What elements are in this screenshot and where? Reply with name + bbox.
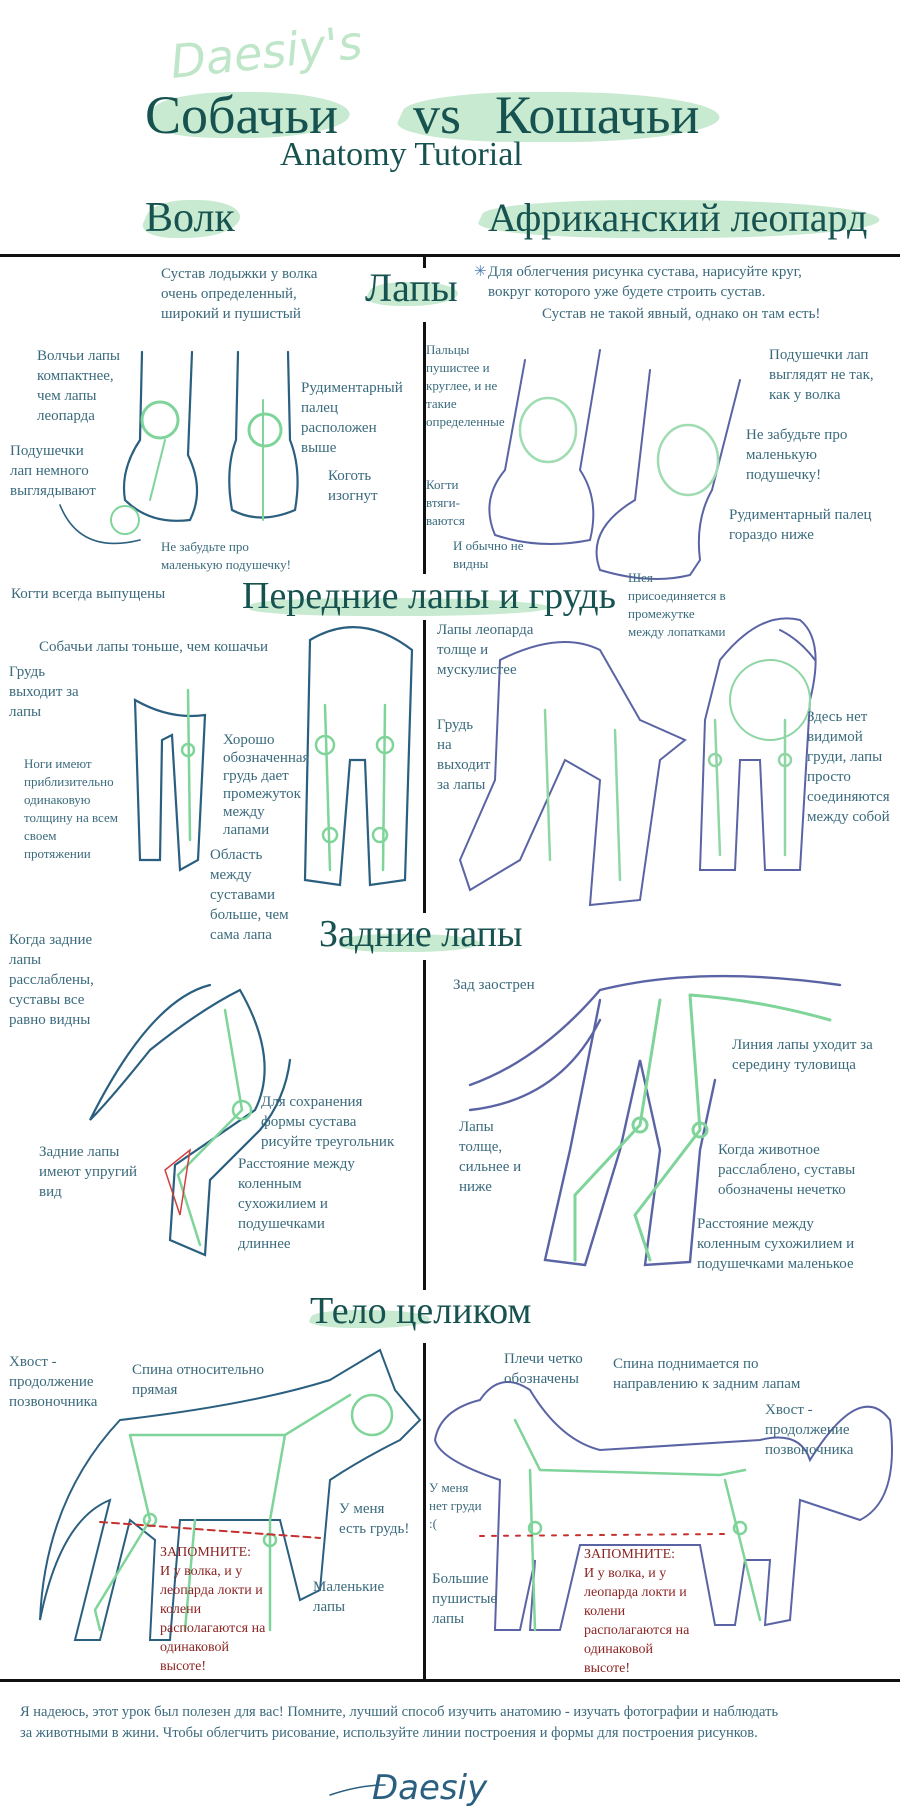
center-divider xyxy=(423,620,426,913)
label-wolf-pads: Подушечки лап немного выглядывают xyxy=(10,443,96,499)
footer-text: Я надеюсь, этот урок был полезен для вас… xyxy=(20,1704,779,1741)
leopard-elbow-line xyxy=(479,1533,726,1537)
section-title-body: Тело целиком xyxy=(310,1290,532,1332)
label-joint-tip: Для облегчения рисунка сустава, нарисуйт… xyxy=(488,264,802,300)
label-leopard-leg-line: Линия лапы уходит за середину туловища xyxy=(732,1037,873,1073)
signature-stroke xyxy=(329,1784,386,1796)
label-wolf-thin: Собачьи лапы тоньше, чем кошачьи xyxy=(39,639,269,655)
label-wolf-small-pad: Не забудьте про маленькую подушечку! xyxy=(161,539,291,572)
label-leopard-chest-not-out: Грудь на выходит за лапы xyxy=(437,717,491,793)
signature: Daesiy xyxy=(372,1768,488,1808)
label-leopard-relaxed: Когда животное расслаблено, суставы обоз… xyxy=(718,1142,856,1198)
wolf-paws-construction xyxy=(110,399,283,535)
label-leopard-big-paws: Большие пушистые лапы xyxy=(432,1571,498,1627)
label-leopard-shoulders: Плечи четко обозначены xyxy=(504,1351,583,1387)
label-wolf-compact: Волчьи лапы компактнее, чем лапы леопард… xyxy=(37,348,121,424)
label-leopard-no-chest-joke: У меня нет груди :( xyxy=(429,1480,482,1531)
subtitle: Anatomy Tutorial xyxy=(280,136,523,173)
label-wolf-chest-joke: У меня есть грудь! xyxy=(339,1501,410,1537)
wolf-hind-construction xyxy=(176,1008,253,1247)
wolf-elbow-line xyxy=(99,1521,321,1539)
title-canine: Собачьи xyxy=(145,85,338,145)
section-title-hind: Задние лапы xyxy=(319,913,523,955)
label-wolf-relaxed: Когда задние лапы расслаблены, суставы в… xyxy=(9,932,94,1028)
leopard-paws-construction xyxy=(518,396,720,497)
leopard-paws-sketch xyxy=(488,349,741,580)
leopard-walk-sketch xyxy=(458,641,687,907)
wolf-hind-sketch xyxy=(89,983,292,1257)
wolf-front-legs-sketch xyxy=(133,626,414,887)
title-vs: vs xyxy=(413,85,462,145)
label-leopard-dewclaw: Рудиментарный палец гораздо ниже xyxy=(729,507,872,543)
label-wolf-dewclaw: Рудиментарный палец расположен выше xyxy=(301,380,403,456)
section-title-front: Передние лапы и грудь xyxy=(242,575,616,617)
leopard-body-sketch xyxy=(433,1381,893,1631)
label-leopard-hidden: И обычно не видны xyxy=(453,538,524,571)
leopard-front-view-sketch xyxy=(698,617,817,871)
label-leopard-toes: Пальцы пушистее и круглее, и не такие оп… xyxy=(426,342,505,429)
label-wolf-claws-out: Когти всегда выпущены xyxy=(11,586,166,602)
label-leopard-pointed: Зад заострен xyxy=(453,977,535,993)
section-title-paws: Лапы xyxy=(365,265,458,310)
label-wolf-small-paws: Маленькие лапы xyxy=(313,1579,385,1615)
label-wolf-distance: Расстояние между коленным сухожилием и п… xyxy=(238,1156,355,1252)
wolf-paws-sketch xyxy=(59,350,299,545)
leopard-body-construction xyxy=(513,1418,762,1632)
center-divider xyxy=(423,1343,426,1680)
wolf-body-construction xyxy=(93,1393,394,1632)
label-wolf-chest-gap: Хорошо обозначенная грудь дает промежуто… xyxy=(223,732,310,838)
label-leopard-no-chest: Здесь нет видимой груди, лапы просто сое… xyxy=(807,709,890,825)
label-wolf-ankle: Сустав лодыжки у волка очень определенны… xyxy=(161,266,318,322)
label-leopard-back: Спина поднимается по направлению к задни… xyxy=(613,1356,801,1392)
label-wolf-chest-out: Грудь выходит за лапы xyxy=(9,664,79,720)
label-leopard-thicker: Лапы толще, сильнее и ниже xyxy=(459,1119,522,1195)
note-leopard-remember: ЗАПОМНИТЕ: И у волка, и у леопарда локти… xyxy=(584,1547,690,1676)
label-wolf-tail: Хвост - продолжение позвоночника xyxy=(9,1354,98,1410)
label-leopard-neck: Шея присоединяется в промежутке между ло… xyxy=(628,570,726,639)
label-wolf-triangle: Для сохранения формы сустава рисуйте тре… xyxy=(261,1094,395,1150)
column-title-leopard: Африканский леопард xyxy=(488,195,868,240)
label-leopard-pads: Подушечки лап выглядят не так, как у вол… xyxy=(769,347,874,403)
label-leopard-small-pad: Не забудьте про маленькую подушечку! xyxy=(746,427,848,483)
asterisk-icon: ✳ xyxy=(474,264,487,280)
label-leopard-ankle: Сустав не такой явный, однако он там ест… xyxy=(542,306,821,322)
leopard-front-construction xyxy=(543,659,811,882)
center-divider xyxy=(423,322,426,574)
label-wolf-back: Спина относительно прямая xyxy=(132,1362,265,1398)
center-divider xyxy=(423,256,426,268)
label-leopard-thick: Лапы леопарда толще и мускулистее xyxy=(437,622,534,678)
label-leopard-tail: Хвост - продолжение позвоночника xyxy=(765,1402,854,1458)
bottom-divider xyxy=(0,1679,900,1682)
label-wolf-claw: Коготь изогнут xyxy=(328,468,378,504)
title-feline: Кошачьи xyxy=(495,85,700,145)
label-leopard-claws: Когти втяги- ваются xyxy=(426,477,465,528)
column-title-wolf: Волк xyxy=(145,195,235,241)
leopard-hind-construction xyxy=(573,993,832,1262)
label-wolf-leg-thickness: Ноги имеют приблизительно одинаковую тол… xyxy=(24,756,118,861)
top-divider xyxy=(0,254,900,257)
wolf-body-sketch xyxy=(39,1348,422,1641)
label-wolf-joint-area: Область между суставами больше, чем сама… xyxy=(210,847,289,943)
label-leopard-distance: Расстояние между коленным сухожилием и п… xyxy=(697,1216,855,1272)
label-wolf-springy: Задние лапы имеют упругий вид xyxy=(39,1144,138,1200)
leopard-hind-sketch xyxy=(468,974,842,1267)
wolf-front-construction xyxy=(180,688,395,872)
note-wolf-remember: ЗАПОМНИТЕ: И у волка, и у леопарда локти… xyxy=(160,1545,266,1674)
center-divider xyxy=(423,960,426,1290)
wolf-hind-triangle xyxy=(164,1148,192,1216)
